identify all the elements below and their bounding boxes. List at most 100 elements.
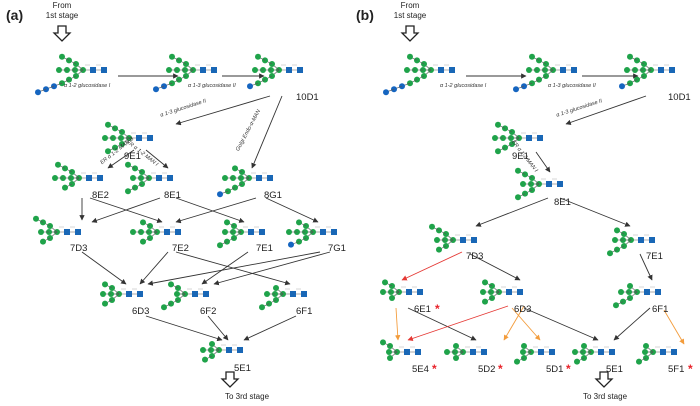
edge-a-9E1-8E1 <box>145 149 169 169</box>
glycan-9E1-b <box>492 121 543 155</box>
edge-a-6F1-5E1 <box>243 315 297 341</box>
enzyme-label-glucosidase-1-b: α 1-2 glucosidase I <box>440 83 487 89</box>
edge-b-6F1-5F1 <box>663 309 685 345</box>
glycan-10D1-b <box>619 53 675 90</box>
edge-b-7E1-6F1 <box>639 253 653 281</box>
glycan-7E1-a <box>217 219 265 249</box>
node-label-8E2-a: 8E2 <box>92 190 109 201</box>
edge-a-7D3-6D3 <box>81 251 127 285</box>
panel-label-b: (b) <box>356 7 374 23</box>
to-third-stage-b: To 3rd stage <box>582 392 628 401</box>
edge-b-6D3-5E1 <box>523 307 599 341</box>
edge-a-8E1-7D3 <box>91 197 161 223</box>
highlight-star-5D1: * <box>566 362 571 376</box>
glycan-6F1-b <box>613 283 661 309</box>
from-first-stage-b-line2: 1st stage <box>393 11 427 20</box>
glycan-6D3-a <box>100 281 143 307</box>
glycan-7D3-b <box>429 223 477 253</box>
node-label-7E1-b: 7E1 <box>646 251 663 262</box>
edge-a-golgi <box>251 95 283 169</box>
node-label-6F1-b: 6F1 <box>652 304 669 315</box>
edge-a-8E1-7E1 <box>175 197 245 223</box>
node-label-7G1-a: 7G1 <box>328 243 346 254</box>
enzyme-label-glucosidase-2-a: α 1-3 glucosidase II <box>188 83 236 89</box>
node-label-5E1-a: 5E1 <box>234 363 251 374</box>
panel-label-a: (a) <box>6 7 24 23</box>
edge-b-6D3-5E4 <box>407 305 509 341</box>
glycan-8E2-a <box>52 161 103 191</box>
node-label-5D2-b: 5D2 <box>478 364 496 375</box>
node-label-7E2-a: 7E2 <box>172 243 189 254</box>
glycan-5E1-b <box>572 343 615 365</box>
glycan-8E1-a <box>125 161 173 195</box>
glycan-6F2-a <box>161 281 209 311</box>
highlight-star-5E4: * <box>432 362 437 376</box>
from-first-stage-a-line2: 1st stage <box>45 11 79 20</box>
enzyme-label-glucosidase-2-b: α 1-3 glucosidase II <box>548 83 596 89</box>
glycan-intermediate-a <box>153 53 217 93</box>
down-arrow-from-first-stage-a <box>52 25 72 42</box>
edge-b-7D3-6D3 <box>469 253 521 281</box>
glycan-7G1-a <box>286 219 337 248</box>
glycan-5D1-b <box>514 343 555 365</box>
edge-b-7D3-6E1 <box>401 251 463 281</box>
edge-b-6D3-5D1 <box>511 307 541 341</box>
highlight-star-6E1: * <box>435 302 440 316</box>
node-label-6F2-a: 6F2 <box>200 306 217 317</box>
node-label-7E1-a: 7E1 <box>256 243 273 254</box>
node-label-5F1-b: 5F1 <box>668 364 685 375</box>
node-label-5E4-b: 5E4 <box>412 364 429 375</box>
node-label-5E1-b: 5E1 <box>606 364 623 375</box>
edge-a-7G1-6F2 <box>213 251 331 286</box>
from-first-stage-a-line1: From <box>52 1 72 10</box>
edge-b-6E1-5E4 <box>395 307 401 341</box>
glycan-precursor-a <box>35 53 107 96</box>
edge-a-7G1-6D3 <box>147 251 321 286</box>
node-label-6D3-b: 6D3 <box>514 304 532 315</box>
down-arrow-to-third-stage-a <box>220 371 240 388</box>
glycan-8G1-a <box>217 165 273 198</box>
edge-a-8G1-7E2 <box>175 197 257 224</box>
glycan-8E1-b <box>515 167 563 201</box>
glycan-6E1-b <box>380 279 423 301</box>
glycan-5E4-b <box>380 339 421 361</box>
down-arrow-from-first-stage-b <box>400 25 420 42</box>
glycan-6F1-a <box>259 285 307 311</box>
glycan-precursor-b <box>383 53 455 96</box>
to-third-stage-a: To 3rd stage <box>224 392 270 401</box>
node-label-6D3-a: 6D3 <box>132 306 150 317</box>
edge-b-6E1-5D2 <box>407 307 477 341</box>
glycan-7D3-a <box>33 215 81 245</box>
edge-a-7E2-6D3 <box>139 251 169 285</box>
node-label-5D1-b: 5D1 <box>546 364 564 375</box>
edge-a-6F2-5E1 <box>207 315 229 341</box>
down-arrow-to-third-stage-b <box>594 371 614 388</box>
edge-a-glc2b <box>175 95 271 126</box>
node-label-6E1-b: 6E1 <box>414 304 431 315</box>
node-label-8G1-a: 8G1 <box>264 190 282 201</box>
glycan-5E1-a <box>200 341 243 363</box>
from-first-stage-b-line1: From <box>400 1 420 10</box>
glycan-5F1-b <box>636 343 677 365</box>
node-label-7D3-b: 7D3 <box>466 251 484 262</box>
glycan-6D3-b <box>480 279 523 305</box>
node-label-9E1-b: 9E1 <box>512 151 529 162</box>
node-label-7D3-a: 7D3 <box>70 243 88 254</box>
glycan-10D1-a <box>247 53 303 90</box>
glycan-7E1-b <box>607 227 655 257</box>
node-label-10D1-a: 10D1 <box>296 92 319 103</box>
node-label-8E1-a: 8E1 <box>164 190 181 201</box>
glycan-intermediate-b <box>513 53 577 93</box>
glycan-9E1-a <box>102 121 153 155</box>
edge-a-6D3-5E1 <box>145 315 223 342</box>
edge-a-8G1-7G1 <box>265 197 319 223</box>
edge-b-6F1-5E1 <box>613 307 651 341</box>
node-label-6F1-a: 6F1 <box>296 306 313 317</box>
edge-b-er-man <box>535 151 551 173</box>
highlight-star-5D2: * <box>498 362 503 376</box>
glycan-7E2-a <box>130 219 181 245</box>
node-label-10D1-b: 10D1 <box>668 92 691 103</box>
edge-b-8E1-7D3 <box>475 197 549 227</box>
